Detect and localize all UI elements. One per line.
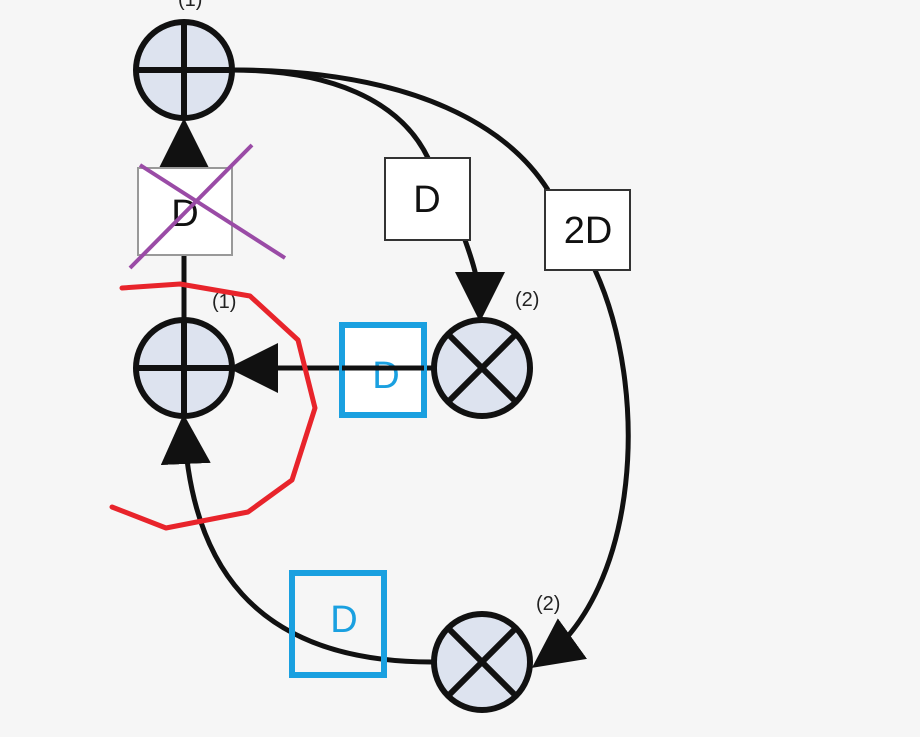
mid-sum-index-label: (1) xyxy=(212,291,236,313)
mid-multiply-node xyxy=(431,317,533,419)
red-annotation-curve xyxy=(109,281,318,531)
line-2d-to-bottom-mult xyxy=(531,268,631,668)
bottom-mult-index-label: (2) xyxy=(536,593,560,615)
purple-cross-mark xyxy=(128,143,287,270)
blue-delay-bottom-label: D xyxy=(330,599,357,641)
top-sum-index-label: (1) xyxy=(178,0,202,11)
delay-2d-box: 2D xyxy=(544,189,631,271)
top-sum-node xyxy=(133,19,235,121)
mid-sum-node xyxy=(133,317,235,419)
line-bottom-mult-to-mid-sum xyxy=(160,414,433,665)
delay-2d-label: 2D xyxy=(564,210,613,252)
delay-box-right: D xyxy=(384,157,471,241)
delay-right-label: D xyxy=(413,179,440,221)
blue-delay-mid-label: D xyxy=(372,355,399,397)
blue-delay-box-bottom: D xyxy=(289,570,387,678)
line-top-sum-to-d xyxy=(231,67,431,160)
mid-mult-index-label: (2) xyxy=(515,289,539,311)
bottom-multiply-node xyxy=(431,611,533,713)
line-d-to-mult xyxy=(454,239,505,322)
line-top-sum-to-2d xyxy=(231,67,551,192)
